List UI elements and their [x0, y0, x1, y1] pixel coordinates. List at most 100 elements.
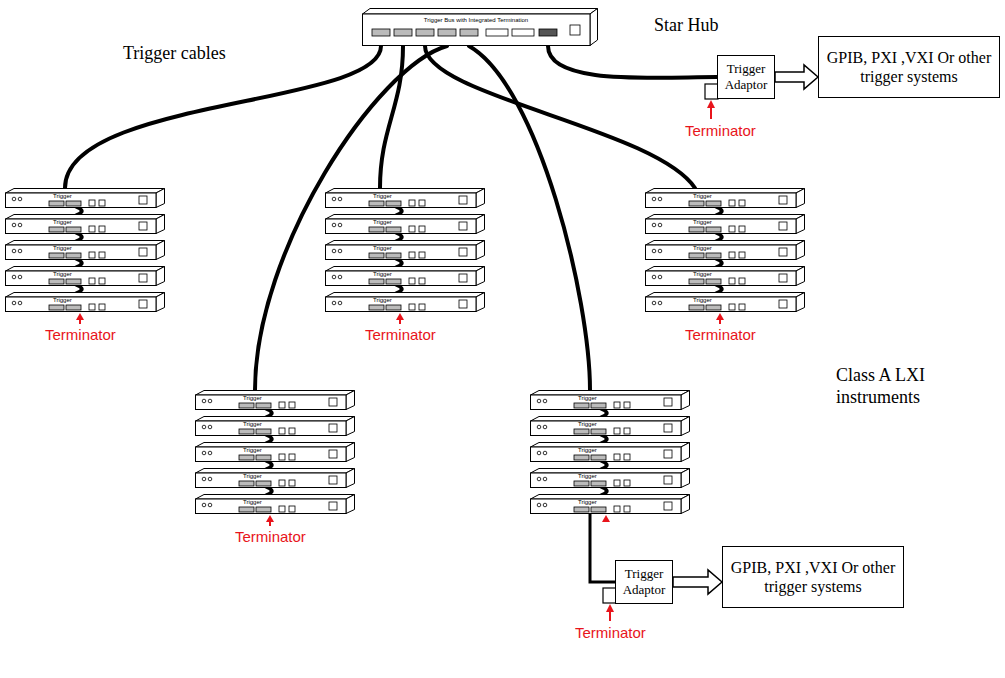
pointer-head	[716, 313, 724, 320]
hub-front	[363, 14, 591, 46]
instrument-drawing	[645, 214, 805, 234]
lxi-instrument: Trigger	[530, 390, 690, 410]
knob	[18, 223, 22, 227]
instrument-top	[196, 391, 355, 396]
button	[289, 454, 295, 460]
button	[279, 402, 285, 408]
trigger-cable	[380, 46, 403, 188]
instrument-drawing	[195, 416, 355, 436]
button	[739, 304, 745, 310]
trigger-connector	[706, 253, 721, 258]
lxi-instrument: Trigger	[645, 188, 805, 208]
instrument-front	[196, 447, 347, 462]
trigger-connector	[591, 481, 606, 486]
button	[614, 480, 620, 486]
lxi-instrument: Trigger	[5, 266, 165, 286]
instrument-front	[531, 473, 682, 488]
trigger-connector	[66, 201, 81, 206]
knob	[12, 275, 16, 279]
trigger-cable	[425, 46, 695, 188]
instrument-front	[196, 473, 347, 488]
instrument-drawing	[5, 188, 165, 208]
instrument-side	[796, 293, 805, 312]
pointer-head	[396, 313, 404, 320]
instrument-drawing	[5, 240, 165, 260]
instrument-top	[531, 391, 690, 396]
trigger-connector	[574, 507, 589, 512]
knob	[208, 503, 212, 507]
power-switch	[329, 424, 337, 432]
button	[89, 278, 95, 284]
knob	[12, 301, 16, 305]
instrument-top	[196, 443, 355, 448]
connector-label: Trigger	[578, 473, 597, 480]
box-text: GPIB, PXI ,VXI Or other trigger systems	[726, 558, 900, 596]
button	[89, 200, 95, 206]
button	[739, 226, 745, 232]
lxi-instrument: Trigger	[530, 468, 690, 488]
trigger-connector	[689, 201, 704, 206]
instrument-top	[646, 267, 805, 272]
button	[99, 226, 105, 232]
knob	[202, 425, 206, 429]
button	[729, 278, 735, 284]
instrument-side	[476, 293, 485, 312]
star-hub: Trigger Bus with Integrated TerminationS…	[362, 8, 598, 46]
instrument-side	[681, 391, 690, 410]
power-switch	[139, 248, 147, 256]
lxi-instrument: Trigger	[195, 468, 355, 488]
instrument-side	[156, 189, 165, 208]
instrument-front	[531, 499, 682, 514]
button	[624, 402, 630, 408]
knob	[543, 503, 547, 507]
power-switch	[664, 424, 672, 432]
trigger-connector	[591, 403, 606, 408]
power-switch	[139, 300, 147, 308]
instrument-front	[646, 271, 797, 286]
lxi-instrument: Trigger	[530, 416, 690, 436]
trigger-connector	[574, 481, 589, 486]
instrument-top	[326, 215, 485, 220]
instrument-top	[196, 495, 355, 500]
knob	[658, 223, 662, 227]
lxi-instrument: Trigger	[325, 240, 485, 260]
knob	[652, 249, 656, 253]
connector-label: Trigger	[243, 473, 262, 480]
terminator-label: Terminator	[575, 624, 646, 642]
connector-label: Trigger	[243, 447, 262, 454]
trigger-connector	[66, 305, 81, 310]
instrument-side	[156, 215, 165, 234]
instrument-front	[196, 395, 347, 410]
knob	[543, 477, 547, 481]
instrument-front	[6, 193, 157, 208]
connector-label: Trigger	[578, 447, 597, 454]
terminator-label: Terminator	[685, 122, 756, 140]
instrument-top	[196, 469, 355, 474]
instrument-top	[196, 417, 355, 422]
connector-label: Trigger	[53, 193, 72, 200]
instrument-side	[796, 189, 805, 208]
power-switch	[329, 398, 337, 406]
trigger-connector	[239, 455, 254, 460]
trigger-connector	[66, 253, 81, 258]
instrument-side	[681, 417, 690, 436]
button	[409, 252, 415, 258]
hub-port	[460, 29, 478, 36]
trigger-connector	[386, 201, 401, 206]
button	[614, 506, 620, 512]
trigger-connector	[591, 429, 606, 434]
power-switch	[779, 274, 787, 282]
pointer-head	[266, 515, 274, 522]
knob	[208, 477, 212, 481]
lxi-instrument: Trigger	[5, 240, 165, 260]
hub-label: Trigger Bus with Integrated Termination	[362, 17, 590, 24]
knob	[208, 399, 212, 403]
lxi-instrument: Trigger	[5, 292, 165, 312]
button	[409, 200, 415, 206]
knob	[338, 197, 342, 201]
connector-label: Trigger	[243, 395, 262, 402]
instrument-front	[531, 447, 682, 462]
instrument-drawing	[530, 416, 690, 436]
instrument-drawing	[325, 188, 485, 208]
button	[279, 480, 285, 486]
